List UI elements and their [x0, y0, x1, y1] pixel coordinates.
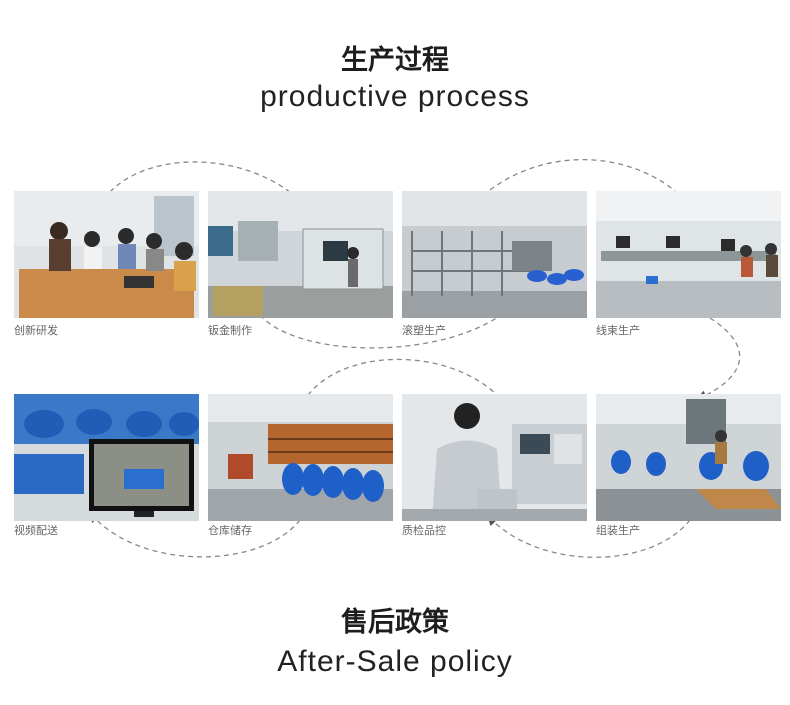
photo-rotomolding: [402, 191, 587, 318]
photo-sheet-metal: [208, 191, 393, 318]
section-title-cn: 生产过程: [341, 45, 449, 76]
photo-video-delivery: [14, 394, 199, 521]
photo-harness: [596, 191, 781, 318]
photo-warehouse: [208, 394, 393, 521]
section-title-en: productive process: [260, 80, 530, 113]
step-label: 线束生产: [596, 324, 640, 337]
step-label: 质检品控: [402, 524, 446, 537]
step-label: 创新研发: [14, 324, 58, 337]
step-label: 视频配送: [14, 524, 58, 537]
photo-rnd: [14, 191, 199, 318]
step-label: 仓库储存: [208, 524, 252, 537]
photo-quality-control: [402, 394, 587, 521]
aftersale-title-en: After-Sale policy: [277, 645, 513, 678]
step-label: 组装生产: [596, 524, 640, 537]
aftersale-title-cn: 售后政策: [341, 607, 449, 638]
step-label: 钣金制作: [208, 324, 252, 337]
photo-assembly: [596, 394, 781, 521]
step-label: 滚塑生产: [402, 324, 446, 337]
